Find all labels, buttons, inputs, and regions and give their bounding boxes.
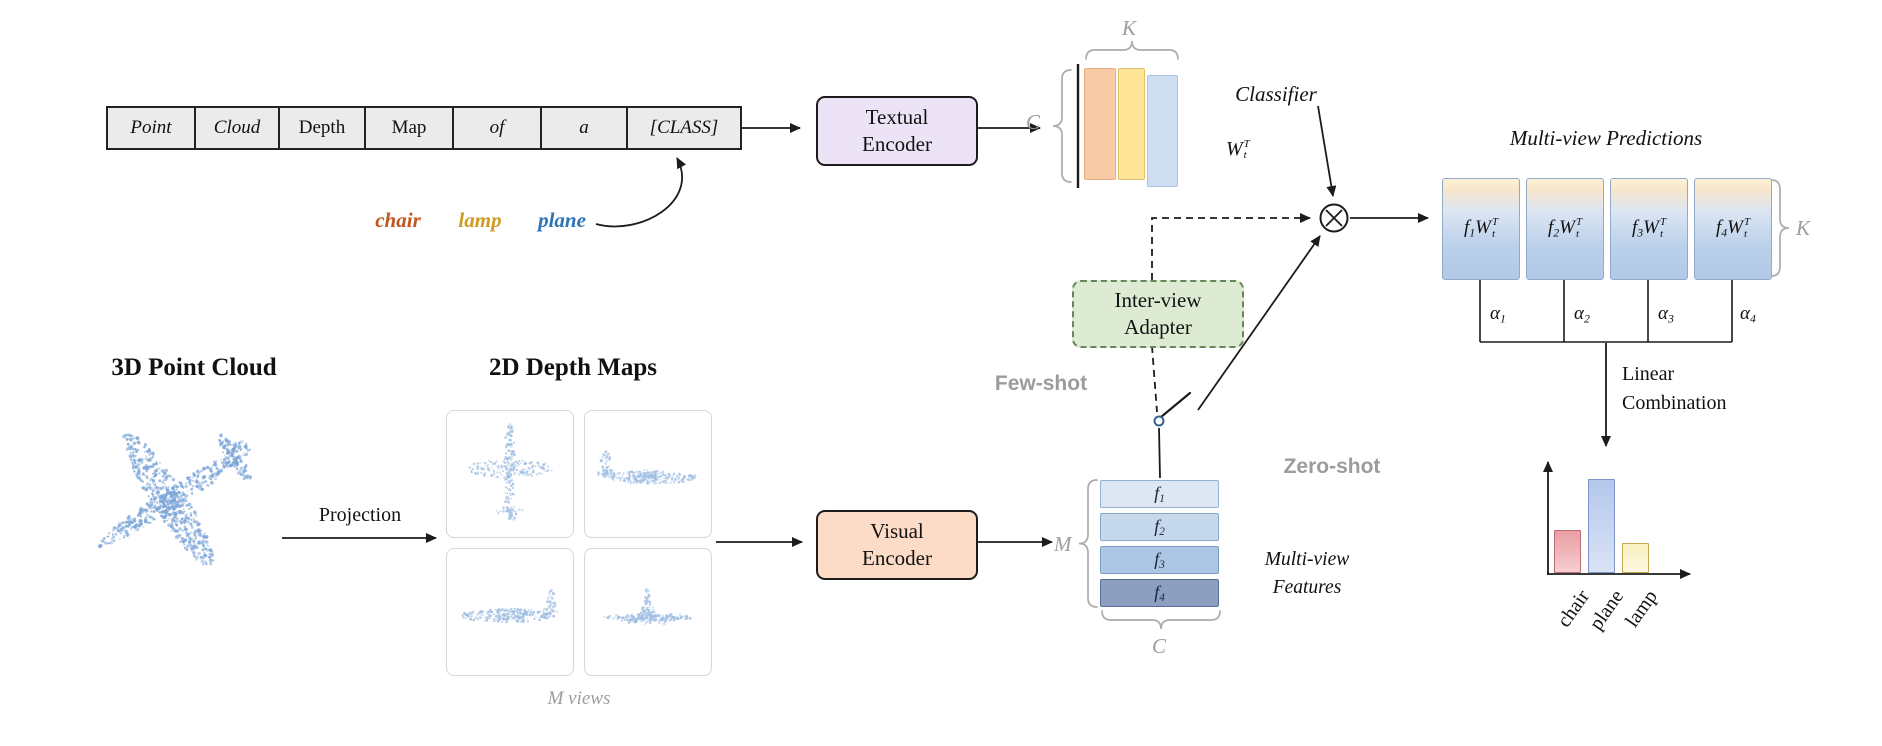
adapter-label-line2: Adapter [1124, 315, 1192, 339]
depth-map-image-2 [597, 450, 697, 485]
dashed-adapter-to-multiply [1151, 213, 1311, 280]
bar-lamp [1622, 543, 1649, 573]
depth-map-view-1 [446, 410, 574, 538]
class-word-lamp: lamp [458, 208, 502, 232]
depth-map-view-3 [446, 548, 574, 676]
textual-encoder-label-line1: Textual [865, 105, 929, 130]
depthmaps-title: 2D Depth Maps [488, 354, 658, 381]
dim-label-m-features: M [1054, 532, 1072, 556]
classifier-label: Classifier [1235, 82, 1317, 106]
visual-encoder-label-line1: Visual [870, 519, 924, 544]
alpha-bracket [1479, 278, 1733, 343]
pointcloud-title: 3D Point Cloud [111, 354, 277, 381]
prompt-cell: Point [108, 108, 196, 148]
w-base: W [1226, 138, 1243, 160]
projection-label: Projection [318, 504, 402, 526]
depth-map-image-1 [467, 423, 553, 521]
prompt-cell: a [542, 108, 628, 148]
alpha-4: α4 [1740, 303, 1756, 326]
bar-plane [1588, 479, 1615, 573]
class-word-plane: plane [538, 208, 586, 232]
dim-label-k-classifier: K [1122, 16, 1137, 40]
dim-label-k-predictions: K [1796, 216, 1811, 240]
feature-f3: f3 [1154, 548, 1165, 572]
zero-shot-label: Zero-shot [1283, 455, 1381, 478]
depth-map-view-2 [584, 410, 712, 538]
dim-label-c-features: C [1152, 634, 1167, 658]
alpha-3: α3 [1658, 303, 1674, 326]
switch-node [1153, 415, 1165, 427]
visual-encoder-box: Visual Encoder [816, 510, 978, 580]
visual-encoder-label-line2: Encoder [862, 546, 932, 570]
alpha-1: α1 [1490, 303, 1506, 326]
feature-f2: f2 [1154, 515, 1165, 539]
textual-encoder-label-line2: Encoder [862, 132, 932, 156]
inter-view-adapter-box: Inter-view Adapter [1072, 280, 1244, 348]
class-word-chair: chair [375, 208, 421, 232]
alpha-2: α2 [1574, 303, 1590, 326]
linear-label-line2: Combination [1622, 392, 1727, 414]
textual-encoder-box: Textual Encoder [816, 96, 978, 166]
prompt-cell: Cloud [196, 108, 280, 148]
depth-map-view-4 [584, 548, 712, 676]
feature-row-f2: f2 [1100, 513, 1219, 541]
multi-view-predictions-title: Multi-view Predictions [1509, 126, 1703, 150]
depth-map-image-3 [461, 588, 559, 624]
dim-label-c-classifier: C [1026, 110, 1041, 134]
w-sub: t [1243, 149, 1247, 162]
feature-row-f4: f4 [1100, 579, 1219, 607]
point-cloud-image [98, 433, 252, 566]
few-shot-label: Few-shot [994, 372, 1088, 395]
prompt-cell: Map [366, 108, 454, 148]
brace [1052, 69, 1072, 183]
dashed-paths [1151, 213, 1311, 413]
prompt-cell-class-slot: [CLASS] [649, 117, 719, 138]
w-sup: T [1243, 137, 1250, 150]
classifier-column-orange [1084, 68, 1116, 180]
feature-row-f3: f3 [1100, 546, 1219, 574]
arrow-zero-shot-to-multiply [1197, 235, 1321, 411]
brace [1770, 179, 1790, 277]
brace [1101, 610, 1221, 630]
multiply-operator [1319, 203, 1349, 233]
feature-f1: f1 [1154, 482, 1165, 506]
brace [1078, 479, 1098, 608]
arrow-classifier-to-multiply [1317, 105, 1337, 197]
brace [1085, 40, 1179, 60]
prompt-cell: of [454, 108, 542, 148]
prompt-cell: Depth [280, 108, 366, 148]
features-label-line1: Multi-view [1264, 549, 1350, 570]
feature-f4: f4 [1154, 581, 1165, 605]
classifier-column-yellow [1118, 68, 1145, 180]
features-label-line2: Features [1272, 577, 1342, 599]
arrow-classword-to-class-slot [595, 157, 687, 228]
solid-arrows [282, 105, 1611, 547]
linear-label-line1: Linear [1622, 363, 1675, 385]
switch-lever [1159, 391, 1192, 419]
depth-map-image-4 [603, 587, 692, 625]
chart-axes [1543, 461, 1691, 579]
feature-row-f1: f1 [1100, 480, 1219, 508]
line-features-to-switch [1158, 427, 1161, 479]
multi-view-features-label: Multi-view Features [1232, 546, 1382, 603]
adapter-label-line1: Inter-view [1114, 288, 1202, 313]
linear-combination-label: Linear Combination [1622, 360, 1726, 418]
m-views-label: M views [547, 688, 611, 709]
bar-chair [1554, 530, 1581, 573]
classifier-column-blue [1147, 75, 1178, 187]
prompt-template-table: Point Cloud Depth Map of a [CLASS] [106, 106, 742, 150]
dashed-adapter-to-switch [1151, 345, 1158, 413]
